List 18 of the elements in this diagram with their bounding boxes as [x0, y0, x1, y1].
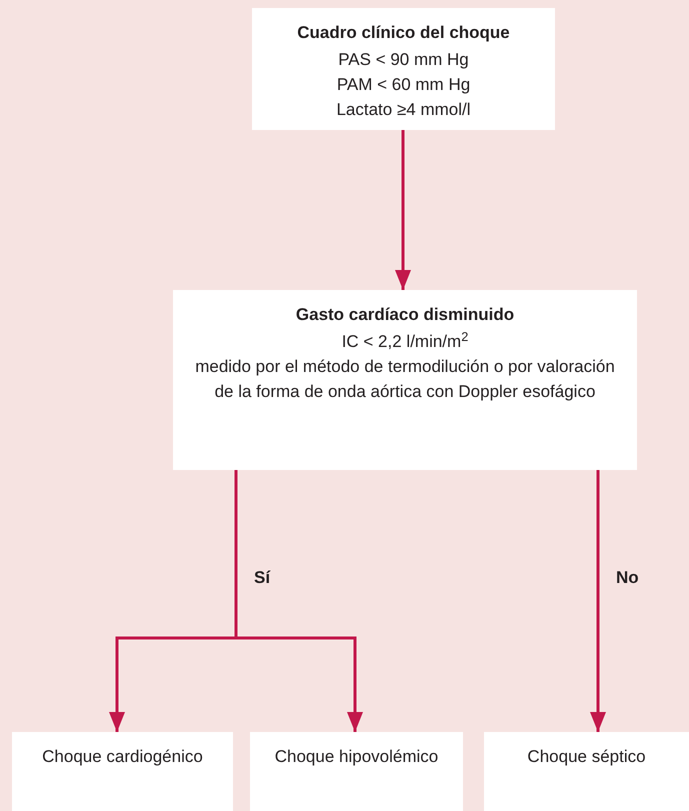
- box-text: Choque cardiogénico: [42, 746, 203, 768]
- box-text: IC < 2,2 l/min/m$^{2}$: [342, 329, 468, 353]
- box-text: PAM < 60 mm Hg: [336, 74, 470, 96]
- process-box: [12, 732, 233, 811]
- box-text: Lactato ≥4 mmol/l: [336, 99, 471, 121]
- process-box: [250, 732, 463, 811]
- process-box: [252, 8, 555, 130]
- box-text: medido por el método de termodilución o por valoración de la forma de onda aórtica con Doppler esofágico: [194, 356, 616, 403]
- process-box: [484, 732, 689, 811]
- box-text: PAS < 90 mm Hg: [338, 49, 469, 71]
- arrow: [234, 470, 363, 732]
- process-box: [173, 290, 637, 470]
- box-heading: Cuadro clínico del choque: [297, 22, 510, 44]
- arrow: [590, 470, 606, 732]
- arrow: [395, 130, 411, 290]
- box-text: Choque hipovolémico: [274, 746, 438, 768]
- box-text: Choque séptico: [527, 746, 646, 768]
- box-heading: Gasto cardíaco disminuido: [296, 304, 514, 326]
